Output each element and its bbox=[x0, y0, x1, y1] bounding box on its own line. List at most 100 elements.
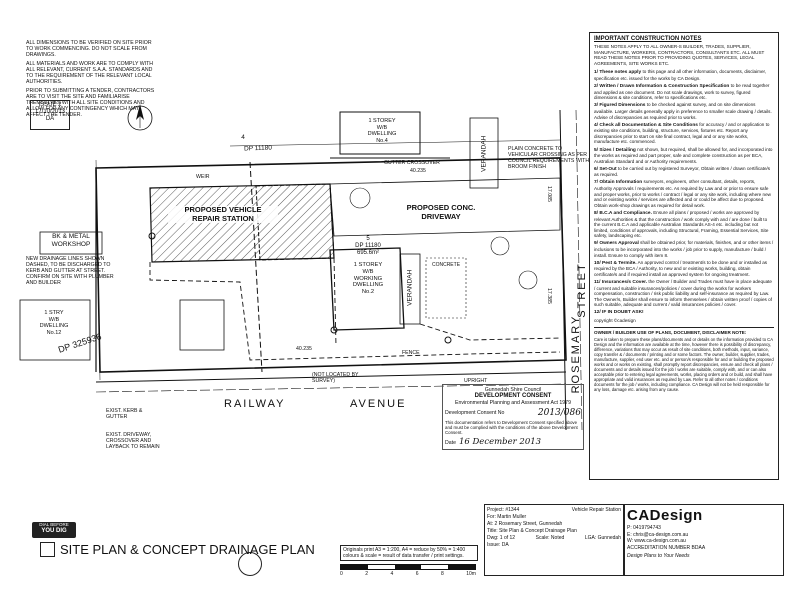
construction-note-body: shall be obtained prior, for materials, … bbox=[594, 240, 774, 258]
title-checkbox bbox=[40, 542, 55, 557]
construction-note-body: for accuracy / and or application to exi… bbox=[594, 121, 770, 145]
construction-note-title: 6/ Set-Out bbox=[594, 166, 617, 172]
label-bk-metal-workshop: BK & METAL WORKSHOP bbox=[51, 233, 91, 248]
construction-note-4: 4/ Check all Documentation & Site Condit… bbox=[594, 122, 774, 145]
consent-title: DEVELOPMENT CONSENT bbox=[474, 393, 552, 399]
label-lot4: 4 bbox=[241, 134, 245, 141]
brand-tagline: Design Plans to Your Needs bbox=[627, 553, 690, 559]
notes-list: 1/ These notes apply to this page and al… bbox=[594, 69, 774, 316]
label-verandah-mid: VERANDAH bbox=[406, 269, 414, 306]
label-avenue: AVENUE bbox=[350, 398, 407, 410]
construction-note-body: not shown, but required, shall be allowe… bbox=[594, 146, 773, 164]
notes-heading: IMPORTANT CONSTRUCTION NOTES bbox=[594, 36, 702, 42]
construction-note-title: 12/ IF IN DOUBT ASK! bbox=[594, 310, 644, 316]
dial-before-you-dig-badge: DIAL BEFORE YOU DIG bbox=[32, 522, 76, 538]
drawing-title: SITE PLAN & CONCEPT DRAINAGE PLAN bbox=[60, 542, 315, 557]
dwelling-no4 bbox=[339, 111, 421, 155]
general-note-2: ALL MATERIALS AND WORK ARE TO COMPLY WIT… bbox=[26, 61, 154, 85]
construction-note-8: 8/ B.C.A and Compliance. Ensure all plan… bbox=[594, 210, 774, 239]
label-dwelling-no2: 1 STOREY W/B WORKING DWELLING No.2 bbox=[352, 262, 384, 296]
general-note-3: PRIOR TO SUBMITTING A TENDER, CONTRACTOR… bbox=[26, 88, 155, 118]
concrete-pad bbox=[425, 257, 467, 319]
tb-project-name: Vehicle Repair Station bbox=[571, 507, 621, 513]
label-exist-kerb: EXIST. KERB & GUTTER bbox=[106, 408, 143, 420]
issue-box: ISSUE 2 17/10/2013 DA bbox=[30, 100, 70, 130]
label-plain-concrete: PLAIN CONCRETE TO VEHICULAR CROSSING AS … bbox=[508, 146, 590, 170]
construction-note-title: 8/ B.C.A and Compliance. bbox=[594, 210, 652, 216]
construction-note-11: 11/ Insurances/s Cover. the Owner / Buil… bbox=[594, 279, 774, 308]
construction-note-body: to this page and all other information, … bbox=[594, 69, 767, 81]
disclaimer-text: Care is taken to prepare these plans/doc… bbox=[594, 336, 774, 392]
scale-note: Originals print A3 = 1:200, A4 = reduce … bbox=[343, 547, 466, 559]
scale-tick-6: 6 bbox=[415, 571, 419, 577]
construction-note-5: 5/ Sizes / Detailing not shown, but requ… bbox=[594, 147, 774, 165]
scale-tick-4: 4 bbox=[390, 571, 394, 577]
consent-no-label: Development Consent No bbox=[445, 410, 505, 416]
consent-number: 2013/086 bbox=[537, 408, 581, 418]
bk-metal-workshop bbox=[39, 231, 103, 255]
label-dim-top: 40.235 bbox=[410, 168, 426, 174]
scale-tick-0: 0 bbox=[340, 571, 343, 577]
construction-note-title: 11/ Insurances/s Cover. bbox=[594, 279, 648, 285]
construction-note-body: to be carried out by registered Surveyor… bbox=[594, 165, 771, 178]
scale-bar: 0 2 4 6 8 10m bbox=[340, 564, 476, 578]
brand-phone: P: 0419794743 bbox=[627, 525, 661, 531]
dial-before-text: DIAL BEFORE bbox=[39, 522, 69, 527]
label-exist-driveway: EXIST. DRIVEWAY, CROSSOVER AND LAYBACK T… bbox=[106, 432, 160, 450]
construction-note-body: the Owner / Builder and Trades must have… bbox=[594, 278, 772, 308]
construction-note-title: 1/ These notes apply bbox=[594, 70, 642, 76]
label-dwelling-no4: 1 STOREY W/B DWELLING No.4 bbox=[367, 118, 397, 144]
construction-note-body: to be read together and applied as one d… bbox=[594, 83, 770, 101]
label-concrete: CONCRETE bbox=[431, 262, 461, 268]
label-not-located-1: (NOT LOCATED BY SURVEY) bbox=[312, 372, 359, 384]
construction-note-title: 7/ Obtain Information bbox=[594, 180, 643, 186]
construction-note-10: 10/ Pest & Termite. An approved control … bbox=[594, 260, 774, 278]
tb-at: At: 2 Rosemary Street, Gunnedah bbox=[487, 521, 563, 527]
label-fence: FENCE bbox=[402, 350, 420, 356]
label-upright: UPRIGHT bbox=[464, 378, 488, 384]
construction-note-3: 3/ Figured Dimensions to be checked agai… bbox=[594, 102, 774, 120]
repair-station-outline-dashed bbox=[255, 183, 335, 261]
scale-note-box: Originals print A3 = 1:200, A4 = reduce … bbox=[340, 545, 478, 561]
north-arrow-bottom-icon bbox=[238, 552, 262, 576]
notes-copyright: copyright ©cadesign bbox=[594, 318, 636, 324]
concrete-driveway bbox=[329, 177, 561, 237]
construction-note-title: 5/ Sizes / Detailing bbox=[594, 147, 636, 153]
construction-note-body: An approved control / treatment/s to be … bbox=[594, 259, 768, 277]
tb-project: Project: #1344 bbox=[487, 507, 520, 513]
construction-note-2: 2/ Written / Drawn Information & Constru… bbox=[594, 83, 774, 101]
title-block: Project: #1344 Vehicle Repair Station Fo… bbox=[484, 504, 624, 576]
label-dim-right-1: 17.085 bbox=[546, 186, 552, 202]
label-verandah-top: VERANDAH bbox=[480, 135, 488, 172]
label-dim-right-2: 17.385 bbox=[546, 288, 552, 304]
construction-note-9: 9/ Owners Approval shall be obtained pri… bbox=[594, 240, 774, 258]
scale-tick-10: 10m bbox=[466, 571, 476, 577]
brand-email: E: chris@ca-design.com.au bbox=[627, 531, 689, 538]
development-consent-stamp: Gunnedah Shire Council DEVELOPMENT CONSE… bbox=[442, 384, 584, 450]
label-gutter-crossover: GUTTER CROSSOVER bbox=[384, 160, 440, 166]
shed bbox=[179, 299, 225, 351]
tb-scale: Scale: Noted bbox=[535, 535, 565, 541]
label-railway: RAILWAY bbox=[224, 398, 286, 410]
railway-avenue-kerb-2 bbox=[95, 383, 567, 393]
construction-note-title: 3/ Figured Dimensions bbox=[594, 103, 646, 109]
label-proposed-driveway: PROPOSED CONC. DRIVEWAY bbox=[406, 203, 476, 221]
issue-type: DA bbox=[45, 116, 55, 122]
proposed-repair-station bbox=[149, 183, 335, 263]
label-street: STREET bbox=[576, 262, 588, 318]
verandah-top bbox=[469, 117, 499, 189]
tb-dwg: Dwg: 1 of 12 bbox=[487, 535, 516, 541]
disclaimer-heading: OWNER / BUILDER USE OF PLANS, DOCUMENT, … bbox=[594, 326, 774, 336]
notes-intro: THESE NOTES APPLY TO ALL OWNER-S BUILDER… bbox=[594, 44, 765, 66]
construction-note-6: 6/ Set-Out to be carried out by register… bbox=[594, 166, 774, 178]
dwelling-no12 bbox=[19, 299, 91, 361]
north-arrow-icon bbox=[127, 104, 153, 131]
verandah-mid bbox=[399, 253, 421, 325]
dwelling-no2 bbox=[329, 247, 405, 331]
label-dim-bottom: 40.235 bbox=[296, 346, 312, 352]
brand-web: W: www.ca-design.com.au bbox=[627, 538, 686, 544]
construction-note-title: 10/ Pest & Termite. bbox=[594, 260, 637, 266]
construction-note-title: 9/ Owners Approval bbox=[594, 241, 639, 247]
issue-number: ISSUE 2 bbox=[38, 102, 62, 108]
